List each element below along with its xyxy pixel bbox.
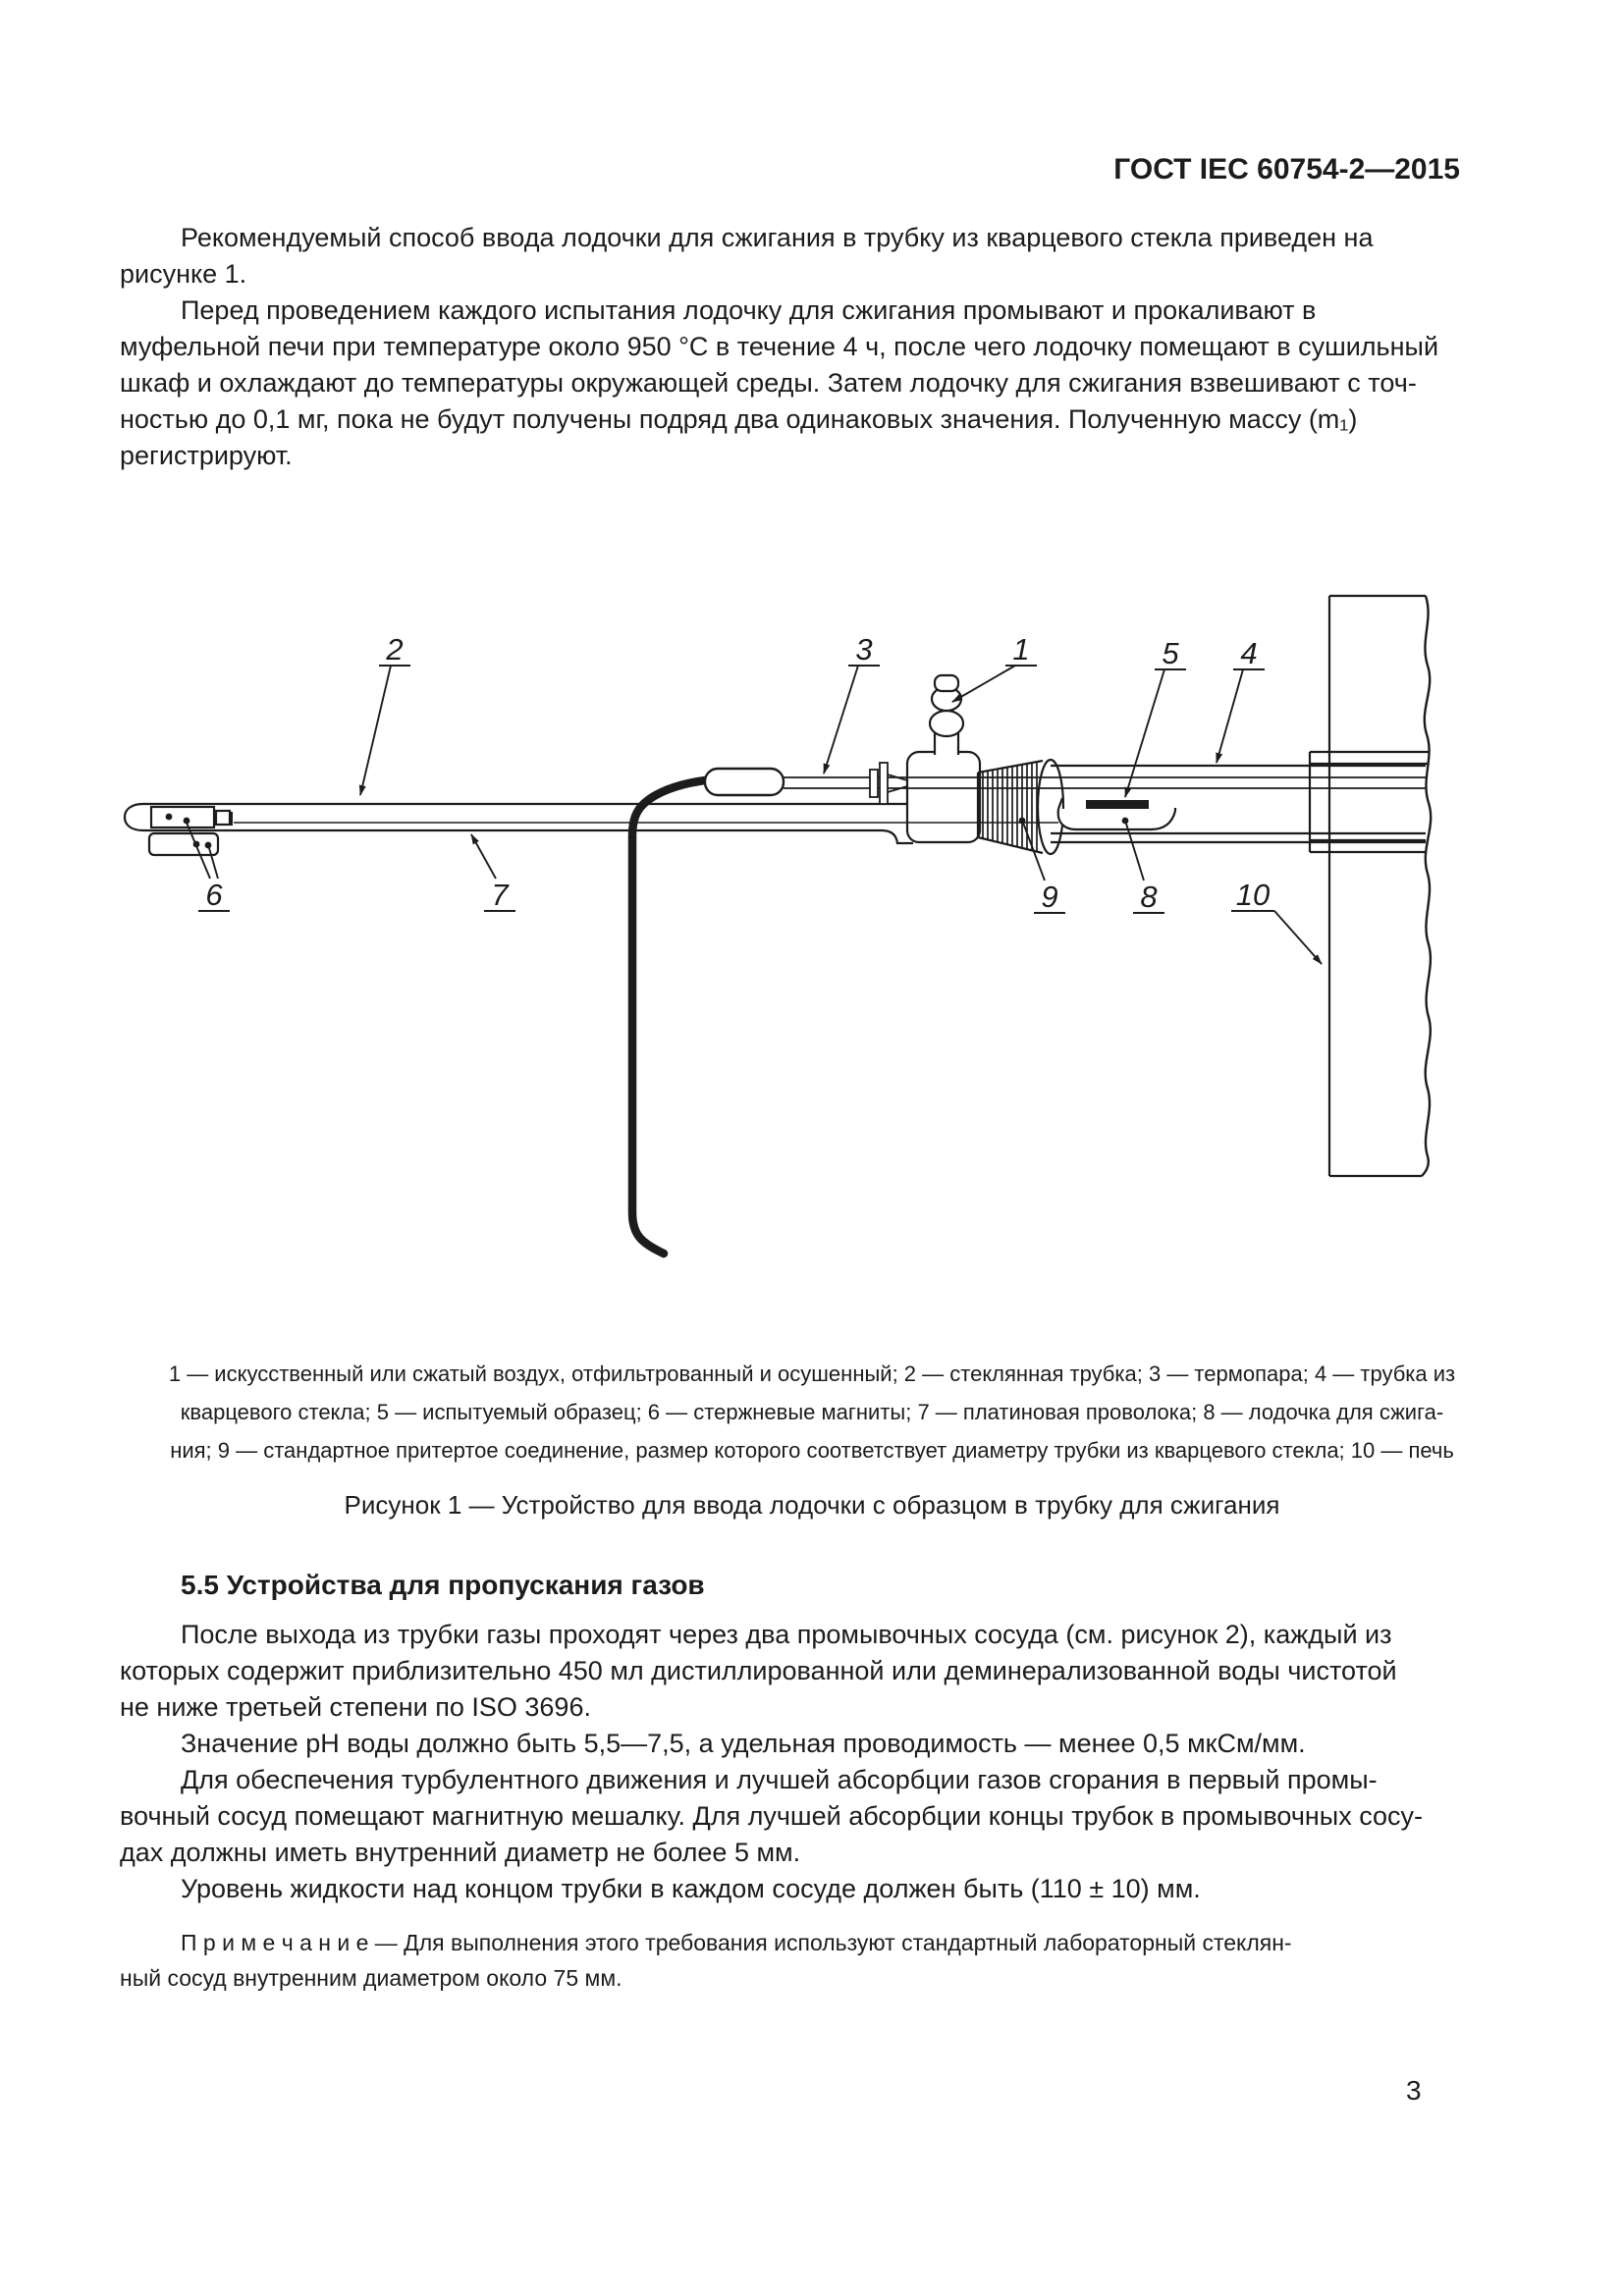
label-5: 5	[1162, 636, 1179, 670]
label-7: 7	[491, 878, 510, 912]
paragraph: Значение pH воды должно быть 5,5—7,5, а …	[181, 1729, 1306, 1758]
label-9: 9	[1041, 880, 1057, 914]
combustion-boat	[1056, 797, 1177, 831]
label-4: 4	[1240, 636, 1257, 670]
document-code-header: ГОСТ IEC 60754-2—2015	[1113, 153, 1460, 186]
label-3: 3	[855, 632, 872, 667]
paragraph: Перед проведением каждого испытания лодо…	[120, 295, 1439, 470]
figure-caption: 1 — искусственный или сжатый воздух, отф…	[168, 1362, 1456, 1463]
label-10: 10	[1236, 878, 1270, 912]
paragraph: После выхода из трубки газы проходят чер…	[120, 1620, 1397, 1722]
figure-title: Рисунок 1 — Устройство для ввода лодочки…	[344, 1490, 1280, 1520]
paragraph: Для обеспечения турбулентного движения и…	[120, 1765, 1424, 1867]
label-8: 8	[1140, 880, 1158, 914]
rod-magnets	[147, 805, 233, 857]
note-paragraph: П р и м е ч а н и е — Для выполнения это…	[120, 1930, 1292, 1991]
thermocouple	[703, 762, 1426, 805]
glass-tube	[123, 802, 913, 845]
tube-collar	[1308, 750, 1429, 854]
gas-inlet	[928, 673, 965, 738]
section-heading: 5.5 Устройства для пропускания газов	[181, 1570, 705, 1600]
label-2: 2	[385, 632, 403, 667]
test-sample	[1086, 800, 1149, 809]
stopcock-body	[905, 733, 982, 844]
compression-fitting	[869, 762, 908, 805]
ground-joint	[976, 758, 1065, 856]
paragraph: Уровень жидкости над концом трубки в каж…	[181, 1874, 1201, 1903]
thermocouple-cable	[627, 774, 783, 1258]
paragraph: Рекомендуемый способ ввода лодочки для с…	[120, 223, 1374, 289]
label-1: 1	[1012, 632, 1029, 667]
page-number: 3	[1406, 2075, 1422, 2106]
label-6: 6	[205, 878, 223, 912]
furnace	[1327, 594, 1433, 1178]
top-text-block: Рекомендуемый способ ввода лодочки для с…	[120, 220, 1504, 474]
quartz-tube	[1051, 764, 1426, 844]
figure-callouts: 2 3 1 5 4 6 7 9	[165, 632, 1323, 965]
section-5-5-block: 5.5 Устройства для пропускания газов Пос…	[120, 1567, 1504, 2018]
